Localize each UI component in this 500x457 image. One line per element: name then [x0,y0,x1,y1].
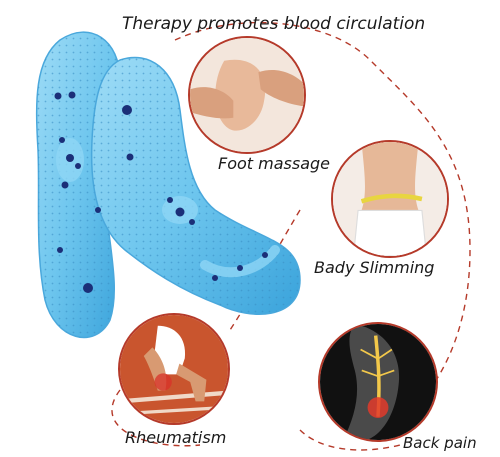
rheumatism-photo [118,313,230,425]
rheumatism-label: Rheumatism [125,428,227,447]
back-pain-photo [318,322,438,442]
foot-massage-label: Foot massage [218,154,331,173]
body-slimming-label: Bady Slimming [314,258,435,277]
back-pain-label: Back pain [403,434,477,452]
foot-massage-photo [188,36,306,154]
body-slimming-photo [331,140,449,258]
headline: Therapy promotes blood circulation [122,14,426,34]
magnet-dots [54,91,268,293]
